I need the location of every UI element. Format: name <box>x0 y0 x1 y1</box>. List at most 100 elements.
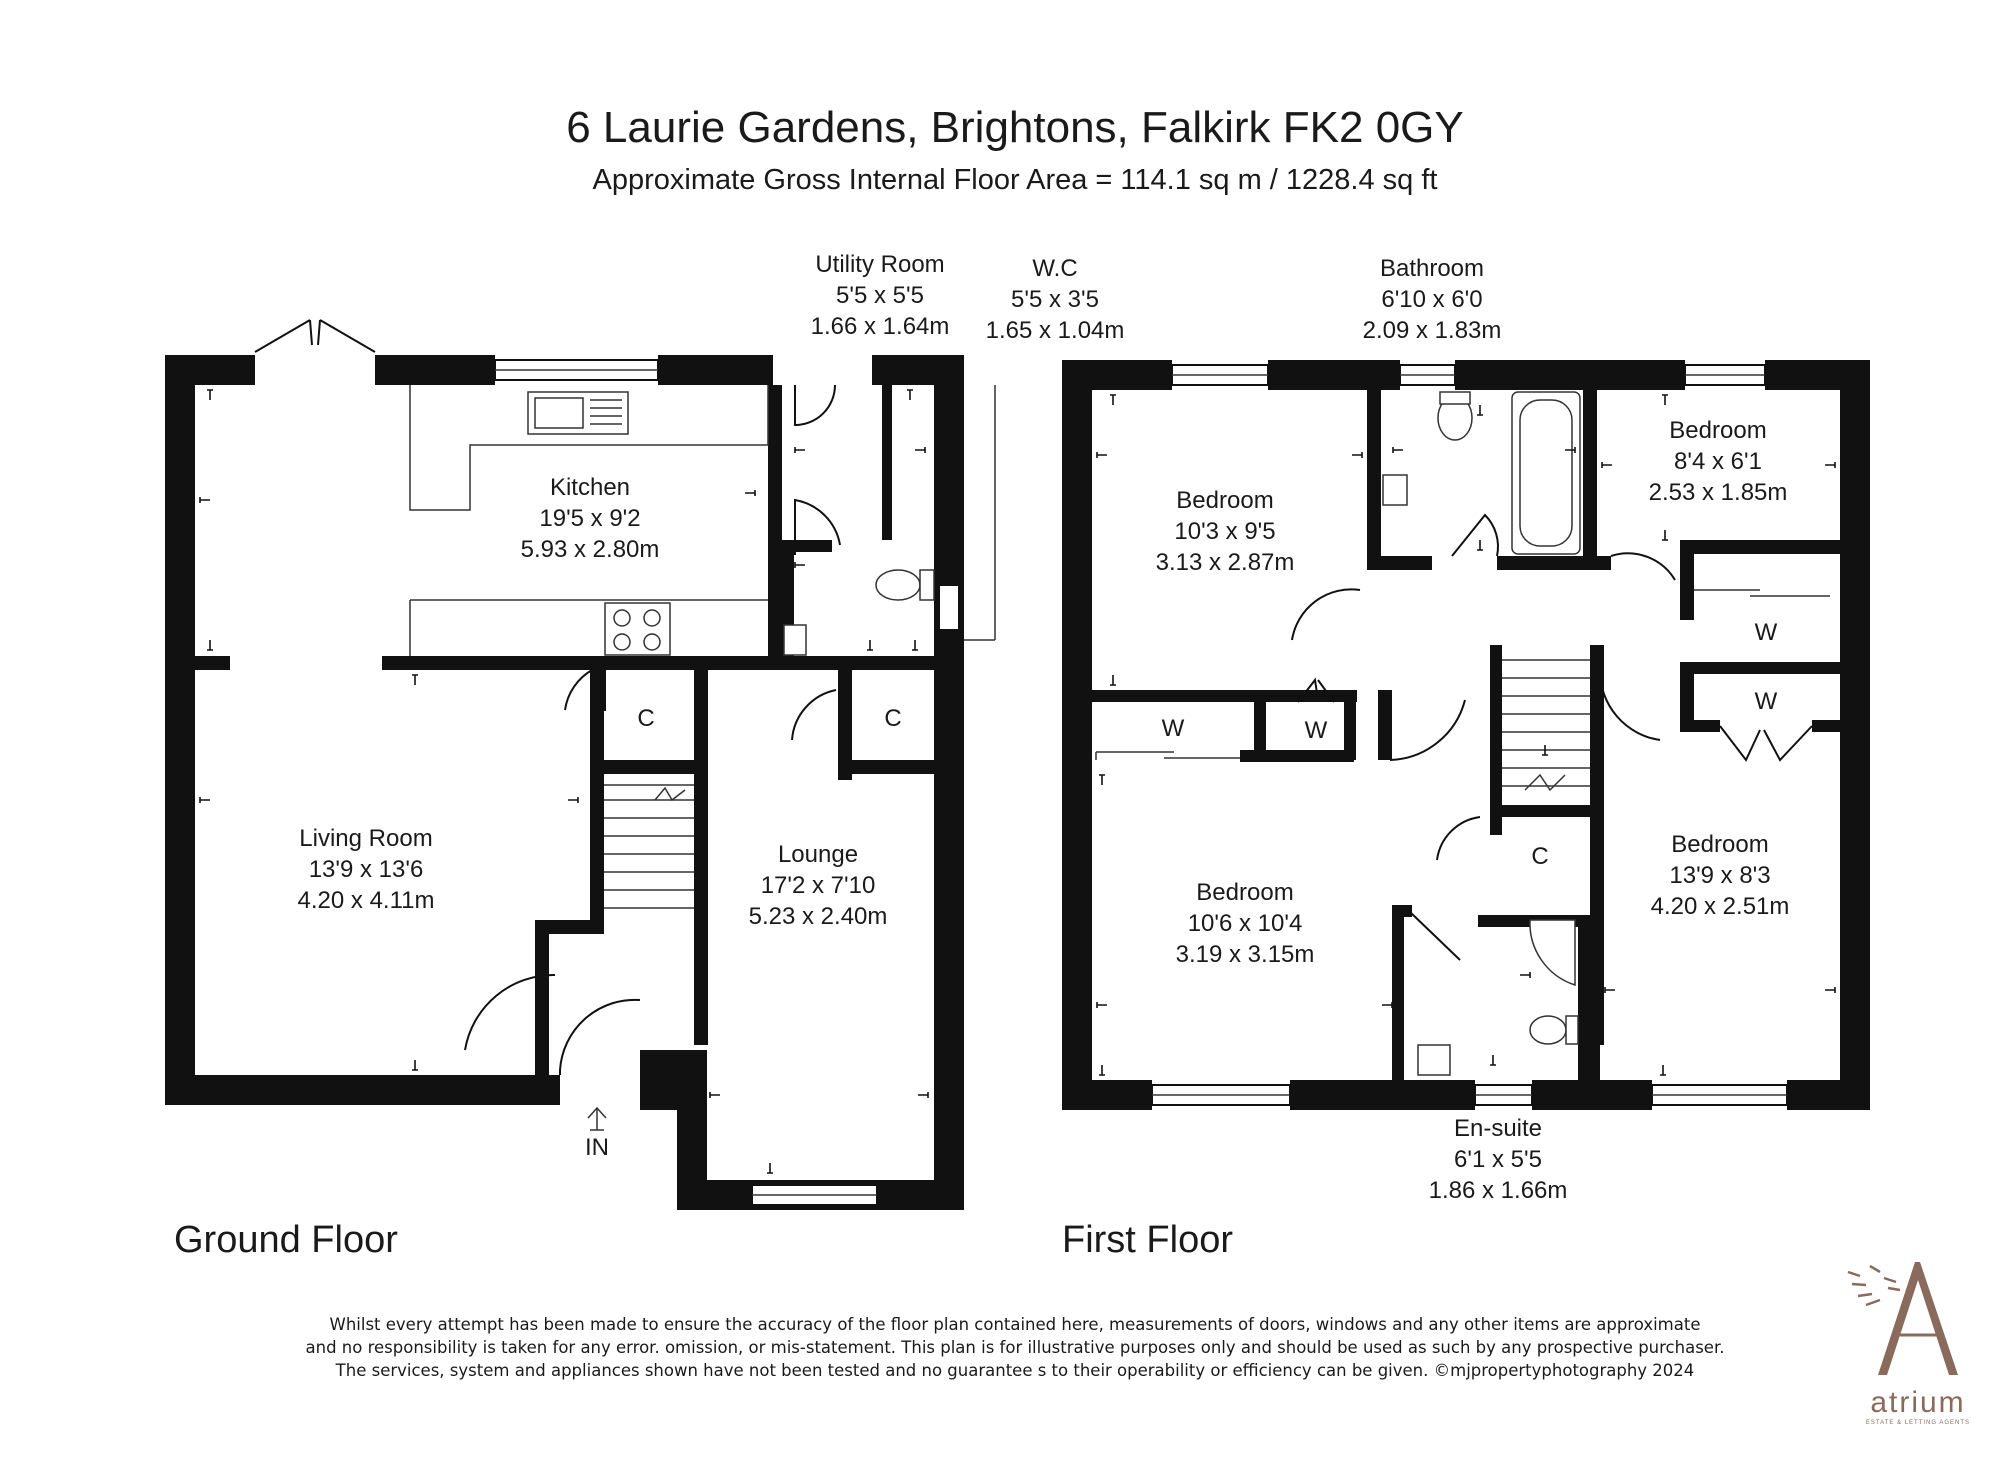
svg-text:Bedroom: Bedroom <box>1196 879 1293 906</box>
wall <box>1392 905 1412 917</box>
svg-text:2.09 x 1.83m: 2.09 x 1.83m <box>1363 317 1502 344</box>
svg-text:Bedroom: Bedroom <box>1671 831 1768 858</box>
utility-room-label: Utility Room 5'5 x 5'5 1.66 x 1.64m <box>811 251 950 340</box>
bathroom-door <box>1451 513 1499 557</box>
svg-text:W.C: W.C <box>1032 255 1077 282</box>
logo-letter-icon <box>1878 1262 1958 1375</box>
wardrobe-label: W <box>1162 715 1185 742</box>
svg-text:Bedroom: Bedroom <box>1669 417 1766 444</box>
svg-text:6'1 x 5'5: 6'1 x 5'5 <box>1454 1146 1542 1173</box>
svg-text:and no responsibility is taken: and no responsibility is taken for any e… <box>306 1338 1725 1357</box>
basin-icon <box>1382 474 1408 506</box>
svg-text:13'9 x 8'3: 13'9 x 8'3 <box>1669 862 1770 889</box>
wc-label: W.C 5'5 x 3'5 1.65 x 1.04m <box>986 255 1125 344</box>
svg-text:1.66 x 1.64m: 1.66 x 1.64m <box>811 313 950 340</box>
svg-text:8'4 x 6'1: 8'4 x 6'1 <box>1674 448 1762 475</box>
wall <box>1254 690 1266 760</box>
first-floor-title: First Floor <box>1062 1219 1233 1261</box>
ground-floor-plan: Kitchen 19'5 x 9'2 5.93 x 2.80m Utility … <box>165 251 1124 1261</box>
wall <box>1092 690 1357 702</box>
french-door <box>254 319 376 353</box>
svg-text:Living Room: Living Room <box>299 825 432 852</box>
wall <box>1680 662 1694 732</box>
wall <box>1240 750 1270 762</box>
svg-text:Lounge: Lounge <box>778 841 858 868</box>
wardrobe-door <box>1719 725 1813 762</box>
wall <box>768 385 782 670</box>
wall <box>1455 360 1685 390</box>
wall <box>1532 1080 1652 1110</box>
wall <box>382 656 962 670</box>
logo-wordmark: atrium <box>1870 1386 1965 1419</box>
svg-text:Utility Room: Utility Room <box>815 251 944 278</box>
dimension-markers <box>199 389 929 1174</box>
wall <box>1367 556 1432 570</box>
bedroom-label: Bedroom 13'9 x 8'3 4.20 x 2.51m <box>1651 831 1790 920</box>
wall <box>590 670 604 932</box>
wall <box>1344 690 1356 760</box>
cupboard-label: C <box>637 705 654 732</box>
svg-text:Whilst every attempt has been: Whilst every attempt has been made to en… <box>330 1315 1701 1334</box>
wall <box>1812 720 1840 732</box>
svg-text:5.93 x 2.80m: 5.93 x 2.80m <box>521 536 660 563</box>
bathroom-label: Bathroom 6'10 x 6'0 2.09 x 1.83m <box>1363 255 1502 344</box>
svg-text:10'6 x 10'4: 10'6 x 10'4 <box>1188 910 1303 937</box>
svg-text:1.65 x 1.04m: 1.65 x 1.04m <box>986 317 1125 344</box>
wall <box>165 355 255 385</box>
wall <box>1840 360 1870 1110</box>
wall <box>592 760 694 774</box>
wall <box>1680 720 1720 732</box>
svg-text:En-suite: En-suite <box>1454 1115 1542 1142</box>
sliding-wardrobe <box>1095 751 1240 760</box>
page-title: 6 Laurie Gardens, Brightons, Falkirk FK2… <box>566 103 1464 152</box>
wall <box>1590 660 1600 1080</box>
wall <box>165 1075 560 1105</box>
wall <box>1367 390 1381 570</box>
staircase <box>1502 659 1590 792</box>
wall <box>1680 662 1840 674</box>
svg-text:5.23 x 2.40m: 5.23 x 2.40m <box>749 903 888 930</box>
wall <box>1583 390 1597 570</box>
bedroom-door <box>1598 669 1661 741</box>
bedroom-label: Bedroom 10'6 x 10'4 3.19 x 3.15m <box>1176 879 1315 968</box>
wall <box>1062 360 1172 390</box>
shower-icon <box>1529 919 1576 987</box>
wall <box>640 1080 707 1110</box>
wardrobe-label: W <box>1755 619 1778 646</box>
bedroom-label: Bedroom 10'3 x 9'5 3.13 x 2.87m <box>1156 487 1295 576</box>
svg-text:13'9 x 13'6: 13'9 x 13'6 <box>309 856 424 883</box>
staircase <box>604 784 694 909</box>
floor-area-subtitle: Approximate Gross Internal Floor Area = … <box>593 164 1438 196</box>
svg-text:17'2 x 7'10: 17'2 x 7'10 <box>761 872 876 899</box>
wall <box>852 760 936 774</box>
svg-text:Bedroom: Bedroom <box>1176 487 1273 514</box>
svg-text:4.20 x 4.11m: 4.20 x 4.11m <box>298 887 435 914</box>
wall <box>1583 556 1611 570</box>
wall <box>1490 805 1590 817</box>
wall <box>1680 540 1694 620</box>
svg-text:19'5 x 9'2: 19'5 x 9'2 <box>539 505 640 532</box>
utility-door <box>794 384 836 427</box>
wall <box>1268 360 1400 390</box>
cupboard-label: C <box>884 705 901 732</box>
wall <box>694 670 708 1045</box>
disclaimer: Whilst every attempt has been made to en… <box>306 1315 1725 1380</box>
entrance-arrow-icon <box>587 1106 607 1131</box>
wall <box>1497 556 1597 570</box>
svg-text:6'10 x 6'0: 6'10 x 6'0 <box>1381 286 1482 313</box>
wardrobe-label: W <box>1755 688 1778 715</box>
first-floor-plan: Bathroom 6'10 x 6'0 2.09 x 1.83m Bedroom… <box>1062 255 1870 1261</box>
kitchen-counter <box>409 599 768 656</box>
wall <box>1062 1080 1152 1110</box>
wall <box>1578 915 1590 1080</box>
wall <box>882 385 892 540</box>
wall <box>1254 750 1354 762</box>
wall <box>1378 690 1392 760</box>
wall <box>1290 1080 1475 1110</box>
entrance-label: IN <box>585 1134 609 1161</box>
dimension-markers <box>1096 394 1836 1076</box>
cupboard-door <box>1436 816 1481 861</box>
wall <box>535 920 604 934</box>
wc-window <box>938 584 960 631</box>
